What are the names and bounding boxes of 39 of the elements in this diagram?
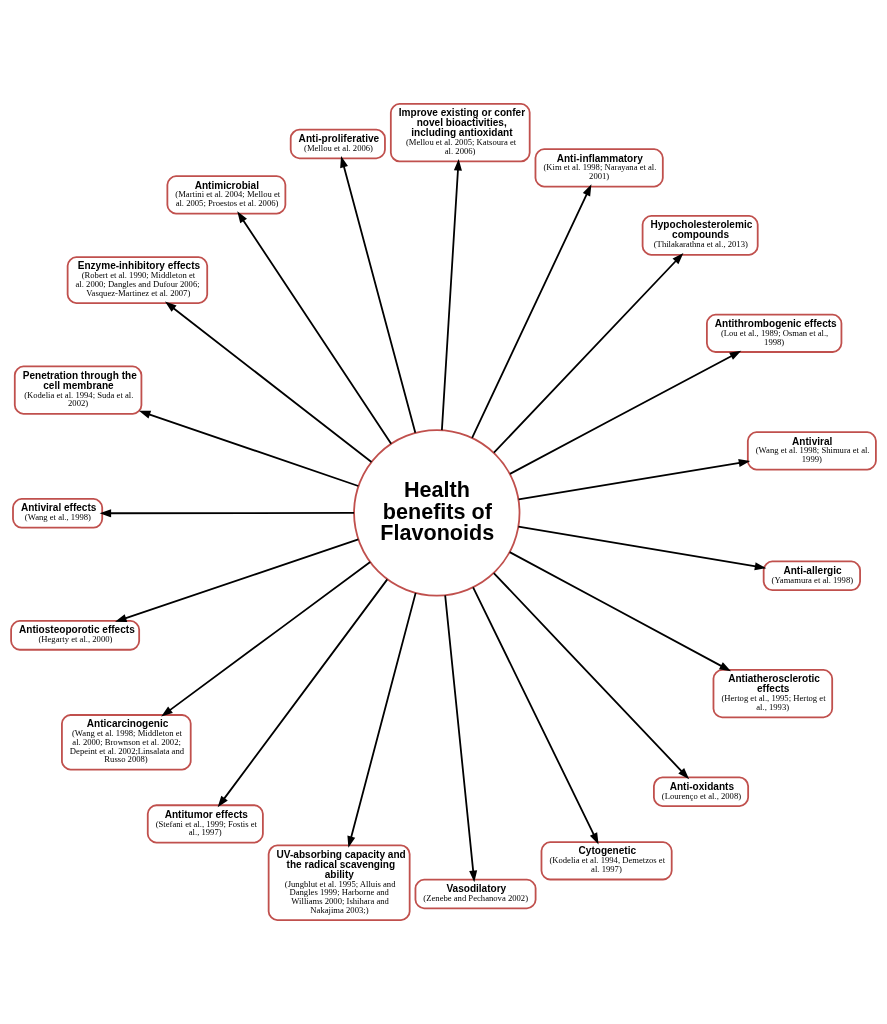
arrow <box>340 156 417 434</box>
arrow <box>517 458 751 501</box>
arrow <box>99 509 355 518</box>
arrow <box>517 525 767 571</box>
node-box: Penetration through the cell membrane (Kodelia et al. 1994; Suda et al. 2002) <box>13 365 143 415</box>
node-box: Antiatherosclerotic effects (Hertog et al., 1995; Hertog et al., 1993) <box>712 669 834 719</box>
arrow <box>492 572 690 780</box>
node-box: Vasodilatory (Zenebe and Pechanova 2002) <box>414 878 537 910</box>
node-box: Anti-inflammatory (Kim et al. 1998; Narayana et al. 2001) <box>534 148 664 188</box>
node-box: Anticarcinogenic (Wang et al. 1998; Middleton et al. 2000; Brownson et al. 2002; Depeint et al. 2002;Linsalata and Russo 2008) <box>61 714 192 771</box>
node-box: Antiosteoporotic effects (Hegarty et al., 2000) <box>10 620 141 651</box>
arrow <box>165 301 373 463</box>
node-box: Anti-proliferative (Mellou et al. 2006) <box>289 128 386 160</box>
arrow <box>441 158 462 432</box>
node-box: Enzyme-inhibitory effects (Robert et al. 1990; Middleton et al. 2000; Dangles and Dufour 2006; Vasquez-Martinez et al. 2007) <box>66 256 209 305</box>
arrow <box>444 594 478 883</box>
arrow <box>471 184 592 439</box>
node-box: Cytogenetic (Kodelia et al. 1994, Demetzos et al. 1997) <box>540 841 673 881</box>
node-box: Antimicrobial (Martini et al. 2004; Mellou et al. 2005; Proestos et al. 2006) <box>166 175 287 215</box>
arrow <box>472 586 599 845</box>
arrow <box>217 578 389 808</box>
node-box: Antithrombogenic effects (Lou et al., 1989; Osman et al., 1998) <box>706 313 843 353</box>
node-box: Anti-oxidants (Lourenço et al., 2008) <box>653 776 750 807</box>
node-box: Anti-allergic (Yamamura et al. 1998) <box>762 560 861 592</box>
arrow <box>161 561 372 717</box>
node-box: Hypocholesterolemic compounds (Thilakarathna et al., 2013) <box>641 215 759 256</box>
node-box: Antitumor effects (Stefani et al., 1999; Fostis et al., 1997) <box>146 804 264 844</box>
node-box: Antiviral (Wang et al. 1998; Shimura et al. 1999) <box>746 431 877 471</box>
node-box: UV-absorbing capacity and the radical scavenging ability (Jungblut et al. 1995; Alluis and Dangles 1999; Harborne and Williams 2000; Ishihara and Nakajima 2003;) <box>267 844 411 921</box>
node-box: Antiviral effects (Wang et al., 1998) <box>12 498 104 529</box>
arrow <box>347 592 417 848</box>
arrow <box>115 538 360 622</box>
arrow <box>237 211 393 445</box>
arrow <box>493 253 684 454</box>
arrow <box>509 350 742 475</box>
node-circle: Health benefits of Flavonoids <box>353 429 521 597</box>
arrow <box>138 410 360 487</box>
arrow <box>508 551 731 672</box>
node-box: Improve existing or confer novel bioactivities, including antioxidant (Mellou et al. 2005; Katsoura et al. 2006) <box>389 102 531 163</box>
